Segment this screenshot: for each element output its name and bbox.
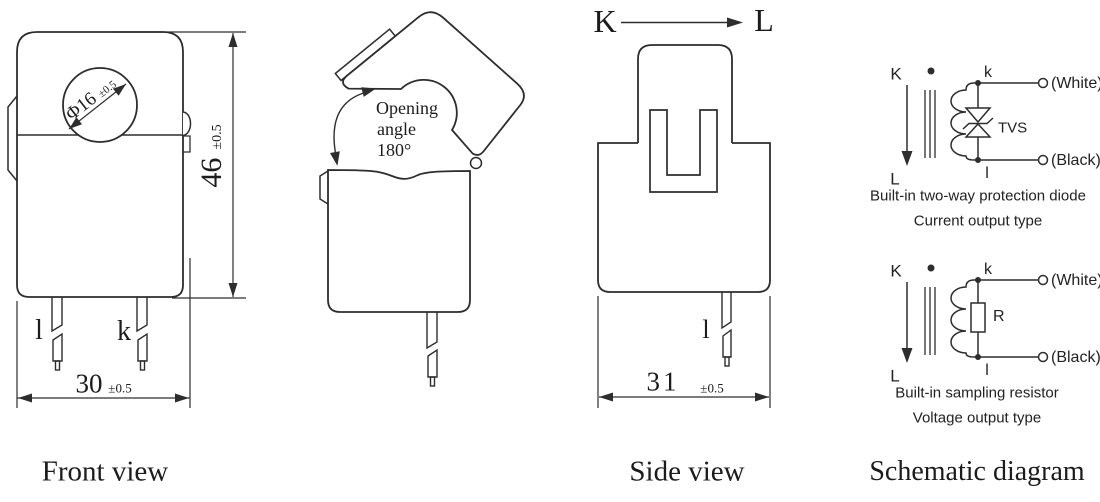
height-dimension-front	[112, 31, 246, 299]
dim-arrow-sw	[69, 117, 82, 129]
terminal-white-label: (White)	[1051, 272, 1100, 289]
resistor-label: R	[993, 308, 1005, 325]
height-dimension-label: 46 ±0.5	[195, 124, 228, 188]
terminal-white	[1037, 77, 1049, 89]
primary-top-label: K	[890, 261, 902, 281]
secondary-coil	[950, 82, 1038, 161]
tvs-label: TVS	[998, 119, 1028, 137]
secondary-top-label: k	[984, 64, 992, 81]
pin-label-side: l	[702, 315, 710, 344]
opening-angle-note-2: angle	[377, 119, 416, 139]
primary-arrowhead	[901, 348, 913, 363]
secondary-bottom-label: l	[985, 165, 989, 182]
pin-right	[136, 297, 148, 371]
opening-angle-note-1: Opening	[376, 98, 438, 118]
opening-angle-note-3: 180°	[377, 140, 412, 160]
secondary-bottom-label: l	[985, 362, 989, 379]
height-tolerance: ±0.5	[210, 124, 225, 150]
width-tolerance-side: ±0.5	[700, 380, 724, 396]
schematic-title: Schematic diagram	[869, 456, 1085, 487]
direction-end-label: L	[754, 2, 774, 38]
width-value-front: 30	[75, 368, 103, 399]
dim-arrow-down	[228, 283, 238, 297]
terminal-black-label: (Black)	[1051, 152, 1100, 169]
dim-arrow-left	[599, 392, 613, 402]
height-value: 46	[195, 157, 228, 188]
direction-start-label: K	[593, 3, 617, 39]
hinge-knuckle	[182, 111, 192, 137]
hinge-circle-open	[469, 156, 483, 170]
terminal-black-label: (Black)	[1051, 349, 1100, 366]
hole-dimension	[68, 83, 127, 130]
polarity-dot	[927, 264, 935, 272]
width-value-side: 31	[646, 366, 680, 397]
ct-knob-side	[637, 44, 733, 143]
latch-strip-open	[334, 28, 397, 82]
pin-left	[51, 297, 63, 371]
side-view-drawing	[597, 17, 771, 408]
circuit2-caption1: Built-in sampling resistor	[895, 384, 1059, 402]
ct-top-open	[342, 11, 525, 156]
opened-view-drawing	[319, 11, 525, 387]
core-lines	[924, 287, 936, 355]
dim-arrow-ne	[113, 84, 126, 96]
hinge-tab	[183, 135, 191, 153]
dim-arrow-left	[18, 393, 32, 403]
primary-bottom-label: L	[890, 366, 900, 386]
width-dimension-front	[16, 258, 191, 408]
latch-tab-left	[7, 95, 18, 182]
latch-tab-left-open	[319, 170, 329, 205]
pin-right-label: k	[117, 316, 131, 347]
terminal-white	[1037, 274, 1049, 286]
u-clip	[649, 109, 718, 193]
circuit1-caption2: Current output type	[913, 212, 1043, 230]
primary-bottom-label: L	[890, 169, 900, 189]
dim-arrow-up	[228, 33, 238, 47]
side-view-title: Side view	[629, 455, 745, 488]
terminal-white-label: (White)	[1051, 75, 1100, 92]
polarity-dot	[927, 67, 935, 75]
pin-left-label: l	[35, 315, 43, 346]
schematic-circuit-voltage	[901, 264, 1049, 363]
front-view-title: Front view	[41, 455, 169, 488]
secondary-coil	[950, 279, 1038, 358]
pin-open	[426, 312, 438, 387]
core-lines	[924, 90, 936, 158]
arc-arrow-down	[330, 151, 340, 166]
terminal-black	[1037, 351, 1049, 363]
ct-body-front	[16, 31, 184, 298]
front-view-drawing	[7, 31, 246, 408]
tvs-symbol	[962, 83, 994, 160]
pin-side	[721, 292, 732, 367]
ct-body-side	[597, 142, 771, 293]
width-tolerance-front: ±0.5	[108, 380, 132, 396]
terminal-black	[1037, 154, 1049, 166]
kl-arrowhead	[727, 17, 743, 28]
arc-arrow-up	[361, 87, 376, 97]
circuit1-caption1: Built-in two-way protection diode	[870, 187, 1086, 205]
dim-arrow-right	[755, 392, 769, 402]
schematic-circuit-current	[901, 67, 1049, 166]
dim-arrow-right	[175, 393, 189, 403]
resistor-symbol	[970, 280, 986, 357]
primary-top-label: K	[890, 64, 902, 84]
circuit2-caption2: Voltage output type	[912, 409, 1042, 427]
opening-angle-arrow	[330, 87, 376, 166]
ct-body-open	[327, 169, 471, 313]
secondary-top-label: k	[984, 261, 992, 278]
primary-arrowhead	[901, 151, 913, 166]
width-dimension-side	[597, 296, 771, 408]
